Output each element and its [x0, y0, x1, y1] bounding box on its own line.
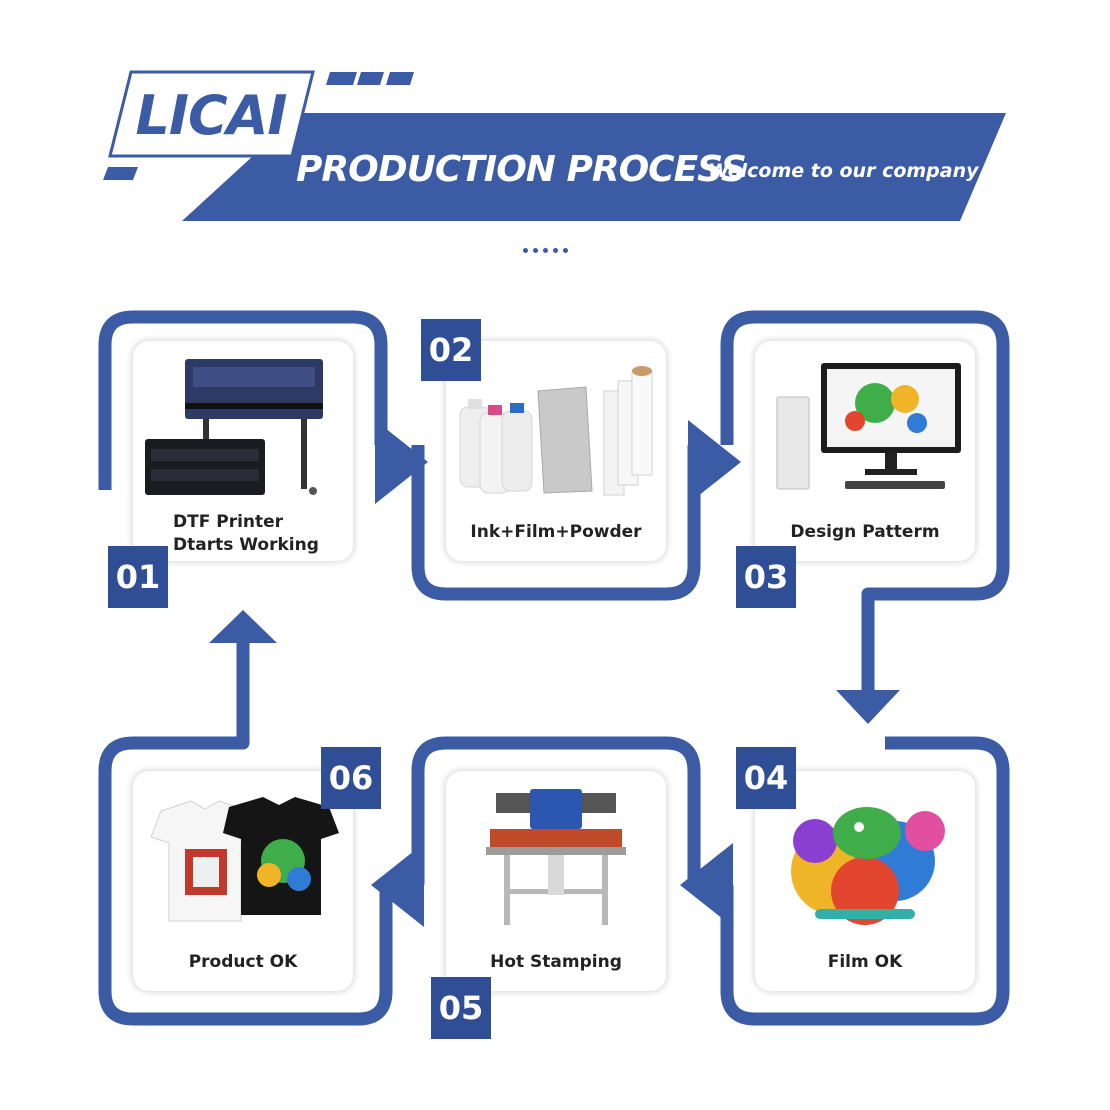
tshirts-image [150, 797, 339, 922]
step-badge-3: 03 [736, 546, 796, 608]
step-label-4: Film OK [827, 952, 903, 972]
step-label-2: Ink+Film+Powder [470, 522, 642, 542]
printed-film-image [791, 807, 945, 925]
page-title: PRODUCTION PROCESS [296, 149, 747, 190]
step-label-3: Design Patterm [790, 522, 940, 542]
heat-press-image [486, 789, 626, 925]
step-badge-2: 02 [421, 319, 481, 381]
step-card-3: Design Patterm [755, 341, 975, 561]
header-banner-graphic [103, 70, 1006, 221]
step-card-5: Hot Stamping [446, 771, 666, 991]
separator-dots [523, 248, 568, 253]
computer-design-image [776, 363, 961, 490]
step-badge-6: 06 [321, 747, 381, 809]
step-card-1: DTF Printer Dtarts Working [133, 341, 353, 561]
step-label-6: Product OK [188, 952, 298, 972]
ink-film-powder-image [459, 366, 653, 496]
step-badge-5: 05 [431, 977, 491, 1039]
dtf-printer-image [145, 359, 323, 495]
page-subtitle: Welcome to our company [708, 160, 979, 182]
brand-logo: LICAI [135, 83, 287, 147]
step-badge-1: 01 [108, 546, 168, 608]
step-label-5: Hot Stamping [490, 952, 622, 972]
step-card-6: Product OK [133, 771, 353, 991]
step-card-2: Ink+Film+Powder [446, 341, 666, 561]
step-label-1: DTF Printer Dtarts Working [173, 512, 319, 555]
step-badge-4: 04 [736, 747, 796, 809]
